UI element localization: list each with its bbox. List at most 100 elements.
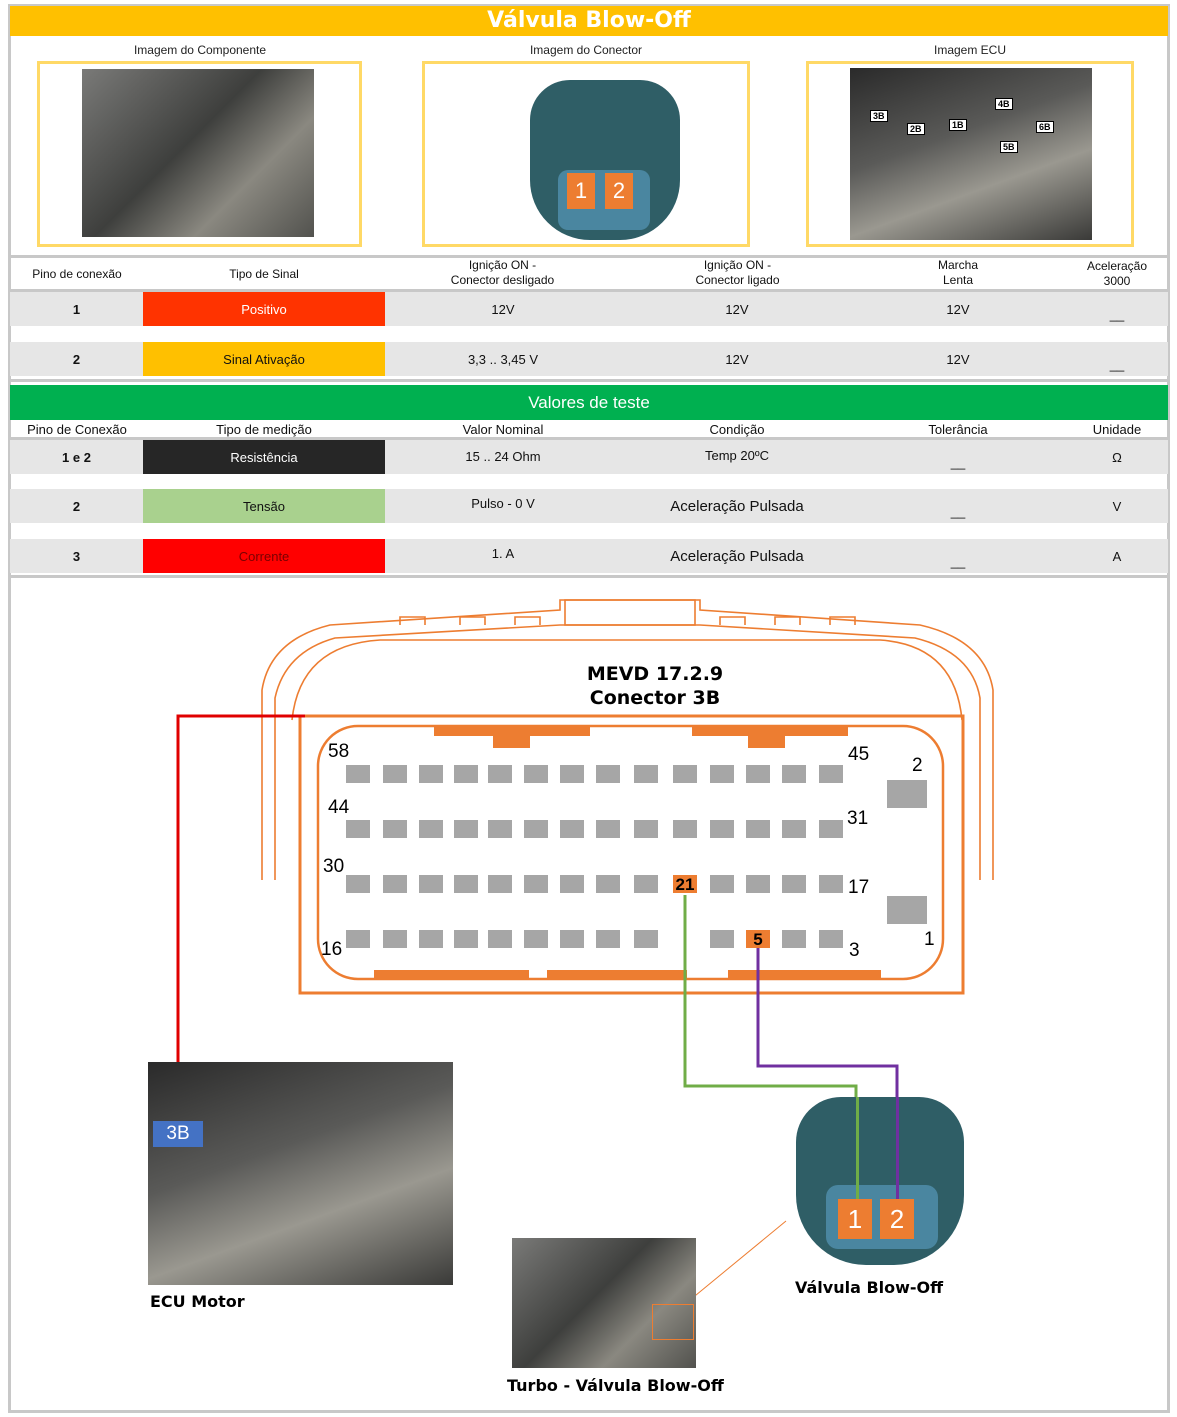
value: 12V [946,351,970,367]
t1-row-1: 1 Positivo 12V 12V 12V __ [10,292,1168,326]
pin [488,820,512,838]
pin [710,875,734,893]
highlighted-pin [746,930,770,948]
pin [746,765,770,783]
pin [488,765,512,783]
tolerance: __ [950,454,966,470]
pin [419,820,443,838]
ecu-3b-tag: 3B [153,1121,203,1147]
pin-1 [887,896,927,924]
pin [560,930,584,948]
pin [634,765,658,783]
component-image-caption: Imagem do Componente [133,43,267,57]
pin [560,765,584,783]
pin-label-58: 58 [328,741,350,762]
pin [819,820,843,838]
ecu-image-caption: Imagem ECU [933,43,1007,57]
t1-header-ign-on: Ignição ON - Conector ligado [695,258,780,287]
connector-photo: 1 2 [530,80,680,240]
condition: Aceleração Pulsada [670,497,804,515]
pin [710,820,734,838]
pin: 2 [72,351,81,367]
pin [746,875,770,893]
pin [782,875,806,893]
unit: Ω [1112,449,1122,465]
pin [819,765,843,783]
pin [673,820,697,838]
pin [596,930,620,948]
pin: 1 [72,301,81,317]
pin [596,765,620,783]
t2-header-condition: Condição [709,422,765,437]
t2-row: 1 e 2 Resistência 15 .. 24 Ohm Temp 20ºC… [10,440,1168,474]
turbo-photo [512,1238,696,1368]
pin-5-label: 5 [753,930,763,949]
ecu-label-3b: 3B [870,110,888,122]
value: 12V [725,301,749,317]
pin [746,820,770,838]
pin [454,930,478,948]
ecu-label-6b: 6B [1036,121,1054,133]
pin [488,930,512,948]
ecu-label-5b: 5B [1000,141,1018,153]
pin: 1 e 2 [62,449,91,465]
pin [524,875,548,893]
pin-label-31: 31 [847,808,869,829]
pin [634,875,658,893]
pin [710,930,734,948]
pin-label-2: 2 [912,755,923,776]
signal-type-badge: Sinal Ativação [143,342,385,376]
page-frame [8,4,1170,1413]
signal-type-badge: Positivo [143,292,385,326]
connector-image-frame: 1 2 [422,61,750,247]
pin [524,820,548,838]
pin [383,875,407,893]
pin [524,930,548,948]
pin [560,875,584,893]
pin [782,765,806,783]
nominal-value: Pulso - 0 V [471,495,535,511]
ecu-label-1b: 1B [949,119,967,131]
nominal-value: 1. A [491,545,515,561]
condition: Aceleração Pulsada [670,547,804,565]
valve-connector-photo [796,1097,964,1265]
pin [346,765,370,783]
pin [346,875,370,893]
pin [454,820,478,838]
turbo-leader-line [689,1220,787,1301]
connector-pin-1: 1 [567,173,595,209]
pin [710,765,734,783]
wire-red [176,714,305,1115]
ecu-motor-photo [148,1062,453,1285]
ecu-label-4b: 4B [995,98,1013,110]
pin-label-3: 3 [849,940,860,961]
pin [383,930,407,948]
t2-header-nominal: Valor Nominal [462,422,544,437]
component-photo [82,69,314,237]
pin [524,765,548,783]
pin-label-17: 17 [848,877,870,898]
t2-row: 3 Corrente 1. A Aceleração Pulsada __ A [10,539,1168,573]
pin [383,820,407,838]
t1-header-pin: Pino de conexão [32,267,122,281]
pin [346,930,370,948]
t1-header-signal: Tipo de Sinal [229,267,299,281]
tolerance: __ [950,503,966,519]
t1-header-ign-off: Ignição ON - Conector desligado [450,258,555,287]
value: 3,3 .. 3,45 V [467,351,539,367]
t2-header-unit: Unidade [1092,422,1142,437]
t2-header-tolerance: Tolerância [928,422,988,437]
connector-pin-2: 2 [605,173,633,209]
condition: Temp 20ºC [705,447,769,463]
ecu-label-2b: 2B [907,123,925,135]
pin [782,820,806,838]
pin: 3 [72,548,81,564]
pin [596,820,620,838]
pin [419,875,443,893]
ecu-model: MEVD 17.2.9 [586,663,724,685]
t2-header-pin: Pino de Conexão [27,422,127,437]
nominal-value: 15 .. 24 Ohm [465,448,541,464]
connector-image-caption: Imagem do Conector [529,43,643,57]
ecu-photo: 3B 2B 1B 4B 5B 6B [850,68,1092,240]
value: 12V [946,301,970,317]
